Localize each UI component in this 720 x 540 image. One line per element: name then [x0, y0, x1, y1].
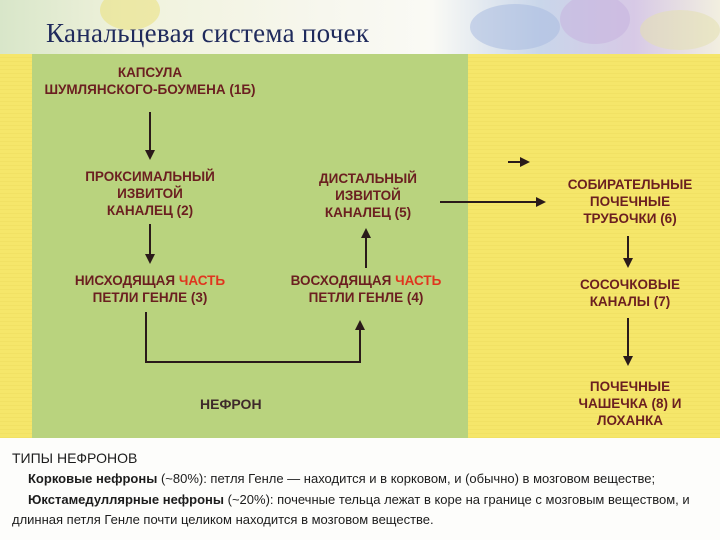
descending-word2: ЧАСТЬ	[178, 273, 226, 288]
descending-line2: ПЕТЛИ ГЕНЛЕ	[92, 290, 188, 305]
types-heading: ТИПЫ НЕФРОНОВ	[12, 450, 138, 466]
capsule-code: (1Б)	[229, 82, 256, 97]
ascending-word2: ЧАСТЬ	[395, 273, 442, 288]
calyx-line1: ПОЧЕЧНЫЕ	[589, 379, 671, 394]
capsule-label: КАПСУЛА ШУМЛЯНСКОГО-БОУМЕНА (1Б)	[38, 64, 262, 98]
proximal-line1: ПРОКСИМАЛЬНЫЙ	[85, 169, 215, 184]
nephron-label: НЕФРОН	[200, 396, 262, 412]
juxtamedullary-nephrons-name: Юкстамедуллярные нефроны	[28, 492, 225, 507]
proximal-code: (2)	[176, 203, 194, 218]
nephron-types-panel: ТИПЫ НЕФРОНОВ Корковые нефроны (~80%): п…	[0, 438, 720, 540]
juxtamedullary-nephrons-text2: длинная петля Генле почти целиком находи…	[12, 512, 434, 527]
papillary-line2: КАНАЛЫ	[589, 294, 651, 309]
calyx-line2b: И	[671, 396, 682, 411]
ascending-limb-label: ВОСХОДЯЩАЯ ЧАСТЬ ПЕТЛИ ГЕНЛЕ (4)	[268, 272, 464, 306]
slide-title: Канальцевая система почек	[46, 18, 370, 48]
papillary-line1: СОСОЧКОВЫЕ	[579, 277, 681, 292]
collecting-code: (6)	[660, 211, 677, 226]
collecting-line2: ПОЧЕЧНЫЕ	[589, 194, 671, 209]
proximal-line3: КАНАЛЕЦ	[106, 203, 173, 218]
cortical-nephrons-name: Корковые нефроны	[28, 471, 158, 486]
cortical-nephrons-desc: (~80%): петля Генле — находится и в корк…	[157, 471, 656, 486]
descending-word1: НИСХОДЯЩАЯ	[74, 273, 176, 288]
ascending-line2: ПЕТЛИ ГЕНЛЕ	[308, 290, 404, 305]
collecting-ducts-label: СОБИРАТЕЛЬНЫЕ ПОЧЕЧНЫЕ ТРУБОЧКИ (6)	[552, 176, 708, 227]
calyx-line3: ЛОХАНКА	[597, 413, 663, 428]
papillary-code: (7)	[653, 294, 671, 309]
descending-limb-label: НИСХОДЯЩАЯ ЧАСТЬ ПЕТЛИ ГЕНЛЕ (3)	[52, 272, 248, 306]
title-banner	[0, 0, 720, 54]
calyx-pelvis-label: ПОЧЕЧНЫЕ ЧАШЕЧКА (8) И ЛОХАНКА	[556, 378, 704, 429]
juxtamedullary-nephrons-desc: (~20%): почечные тельца лежат в коре на …	[224, 492, 690, 507]
distal-line2: ИЗВИТОЙ	[335, 188, 401, 203]
collecting-line1: СОБИРАТЕЛЬНЫЕ	[567, 177, 693, 192]
calyx-code: (8)	[651, 396, 669, 411]
cortical-nephrons-text: Корковые нефроны (~80%): петля Генле — н…	[28, 471, 655, 486]
distal-line3: КАНАЛЕЦ	[324, 205, 391, 220]
distal-line1: ДИСТАЛЬНЫЙ	[319, 171, 417, 186]
descending-code: (3)	[190, 290, 208, 305]
juxtamedullary-nephrons-text: Юкстамедуллярные нефроны (~20%): почечны…	[28, 492, 690, 507]
collecting-line3: ТРУБОЧКИ	[583, 211, 657, 226]
proximal-tubule-label: ПРОКСИМАЛЬНЫЙ ИЗВИТОЙ КАНАЛЕЦ (2)	[62, 168, 238, 219]
papillary-ducts-label: СОСОЧКОВЫЕ КАНАЛЫ (7)	[556, 276, 704, 310]
calyx-line2a: ЧАШЕЧКА	[578, 396, 648, 411]
proximal-line2: ИЗВИТОЙ	[117, 186, 183, 201]
ascending-code: (4)	[406, 290, 424, 305]
distal-code: (5)	[394, 205, 412, 220]
nephron-area	[32, 54, 468, 438]
distal-tubule-label: ДИСТАЛЬНЫЙ ИЗВИТОЙ КАНАЛЕЦ (5)	[296, 170, 440, 221]
arrow-descending-to-ascending	[145, 312, 365, 363]
capsule-line1: КАПСУЛА	[117, 65, 183, 80]
capsule-line2: ШУМЛЯНСКОГО-БОУМЕНА	[44, 82, 226, 97]
ascending-word1: ВОСХОДЯЩАЯ	[290, 273, 392, 288]
